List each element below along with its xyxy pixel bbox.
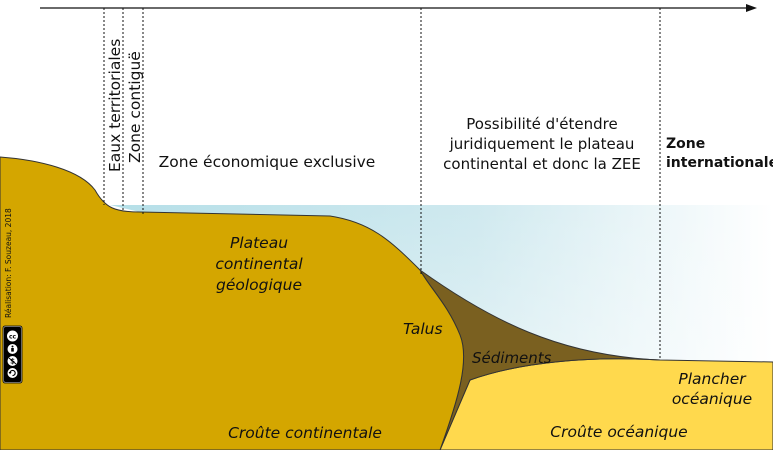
continental-crust-shape: [0, 156, 465, 450]
license-badge: cc $: [2, 325, 23, 384]
label-extension-line1: Possibilité d'étendre: [466, 115, 617, 133]
cc-icon: cc: [6, 329, 19, 343]
label-shelf-line1: Plateau: [230, 234, 288, 252]
sa-icon: [7, 368, 18, 378]
label-sediments: Sédiments: [472, 349, 552, 367]
label-international-line2: internationale: [666, 155, 773, 171]
label-ocean-floor-line2: océanique: [672, 390, 752, 408]
label-eez: Zone économique exclusive: [159, 153, 376, 171]
svg-text:cc: cc: [9, 334, 17, 341]
distance-axis-arrowhead: [746, 4, 757, 12]
label-shelf-line3: géologique: [216, 276, 302, 294]
label-extension-line2: juridiquement le plateau: [449, 135, 635, 153]
label-contiguous-zone: Zone contiguë: [126, 51, 144, 163]
label-territorial-waters: Eaux territoriales: [106, 39, 124, 172]
by-icon: [7, 344, 18, 354]
label-extension-line3: continental et donc la ZEE: [443, 155, 641, 173]
label-slope: Talus: [403, 320, 443, 338]
credit-text: Réalisation: F. Souzeau, 2018: [4, 208, 13, 318]
nc-icon: $: [7, 356, 18, 366]
label-oceanic-crust: Croûte océanique: [550, 423, 687, 441]
sea-shading: [110, 205, 773, 362]
label-continental-crust: Croûte continentale: [228, 424, 382, 442]
label-international-line1: Zone: [666, 136, 705, 152]
label-ocean-floor-line1: Plancher: [678, 370, 747, 388]
label-shelf-line2: continental: [215, 255, 303, 273]
